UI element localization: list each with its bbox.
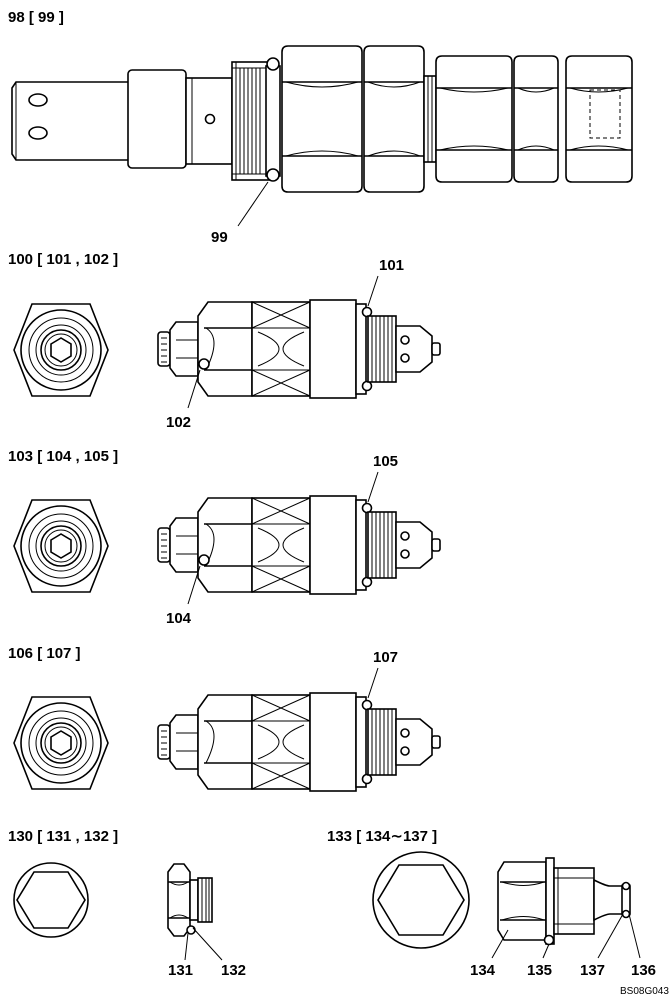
plug-side-view-130 [167, 863, 213, 937]
relief-valve-end-view-103 [13, 499, 109, 593]
leader-line-135 [542, 943, 550, 959]
leader-line-131 [184, 932, 189, 961]
callout-136: 136 [631, 962, 656, 979]
leader-line-102 [187, 369, 201, 409]
leader-line-99 [237, 181, 269, 227]
callout-99: 99 [211, 229, 228, 246]
relief-valve-end-view-106 [13, 696, 109, 790]
leader-line-137 [597, 913, 624, 959]
group-title-130: 130 [ 131 , 132 ] [8, 828, 118, 845]
callout-101: 101 [379, 257, 404, 274]
leader-line-136 [628, 913, 641, 959]
leader-line-134 [491, 929, 509, 959]
group-100: 100 [ 101 , 102 ] [8, 251, 441, 431]
relief-valve-side-view-100 [157, 299, 441, 399]
callout-135: 135 [527, 962, 552, 979]
plug-side-view-133 [497, 857, 631, 946]
leader-line-101 [367, 275, 379, 307]
group-133: 133 [ 134∼137 ] 134 135 137 [327, 828, 656, 979]
group-title-133: 133 [ 134∼137 ] [327, 828, 437, 845]
group-103: 103 [ 104 , 105 ] [8, 448, 441, 627]
relief-valve-side-view-103 [157, 495, 441, 595]
group-title-98: 98 [ 99 ] [8, 9, 64, 26]
group-title-100: 100 [ 101 , 102 ] [8, 251, 118, 268]
plug-end-view-133 [372, 851, 470, 949]
group-title-106: 106 [ 107 ] [8, 645, 81, 662]
group-106: 106 [ 107 ] [8, 645, 441, 792]
group-98: 98 [ 99 ] [8, 9, 633, 246]
callout-132: 132 [221, 962, 246, 979]
group-title-103: 103 [ 104 , 105 ] [8, 448, 118, 465]
callout-137: 137 [580, 962, 605, 979]
relief-valve-end-view-100 [13, 303, 109, 397]
leader-line-104 [187, 565, 201, 605]
relief-valve-side-view-106 [157, 692, 441, 792]
callout-107: 107 [373, 649, 398, 666]
group-130: 130 [ 131 , 132 ] 131 132 [8, 828, 246, 979]
callout-131: 131 [168, 962, 193, 979]
valve-assembly-98 [11, 45, 633, 193]
callout-104: 104 [166, 610, 192, 627]
callout-105: 105 [373, 453, 398, 470]
figure-code: BS08G043 [620, 986, 669, 997]
leader-line-132 [192, 927, 223, 961]
callout-134: 134 [470, 962, 496, 979]
callout-102: 102 [166, 414, 191, 431]
leader-line-107 [367, 667, 379, 699]
leader-line-105 [367, 471, 379, 503]
plug-end-view-130 [13, 862, 89, 938]
